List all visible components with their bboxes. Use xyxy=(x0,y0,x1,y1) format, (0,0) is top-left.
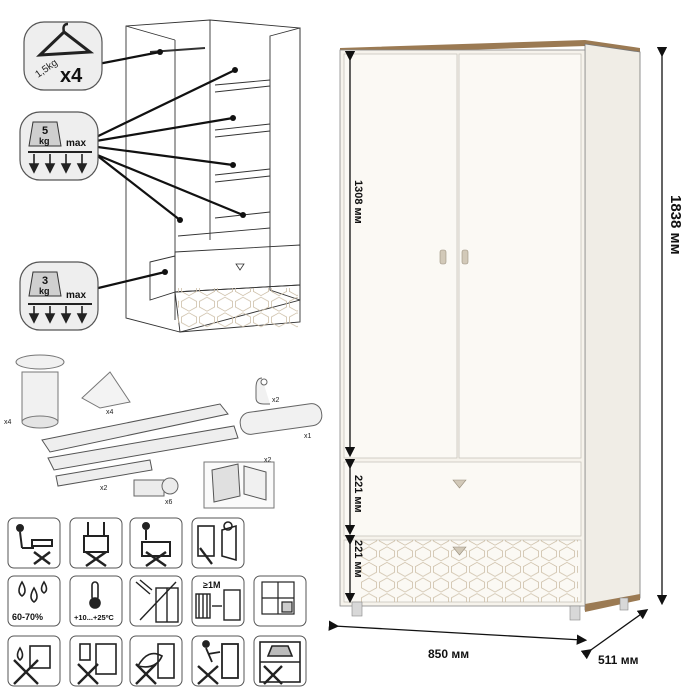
distance-label: ≥1M xyxy=(203,580,220,590)
no-abrasive-icon xyxy=(77,643,117,685)
dim-drawer-1-height: 221 мм xyxy=(352,475,364,513)
hardware: x4 x4 x2 x6 x2 x1 xyxy=(4,354,323,509)
humidity-label: 60-70% xyxy=(12,612,43,622)
shelf-load-badge: 5 kg max xyxy=(19,111,99,181)
temperature-label: +10...+25ºC xyxy=(74,613,114,622)
weight-icon xyxy=(28,271,62,297)
legs-count: x4 xyxy=(4,419,12,426)
hanger-icon xyxy=(36,30,95,57)
hinge-count: x6 xyxy=(165,499,173,506)
hanger-badge: 1,5kg x4 xyxy=(23,21,103,91)
pointer-dots xyxy=(157,49,246,275)
side-panel xyxy=(584,43,641,611)
down-arrows-icon xyxy=(28,306,88,324)
no-sit-icon xyxy=(16,524,53,565)
leg-part: x4 xyxy=(4,354,65,429)
bracket-count: x2 xyxy=(264,457,272,464)
bracket-part: x2 xyxy=(203,457,275,509)
left-door xyxy=(343,53,458,459)
drawer-load-badge: 3 kg max xyxy=(19,261,99,331)
dim-drawer-2-height: 221 мм xyxy=(352,540,364,578)
wardrobe-front xyxy=(339,40,641,621)
drawer-1-handle xyxy=(452,479,467,489)
no-water-cleaning-icon xyxy=(13,645,51,685)
hook-part: x2 xyxy=(255,377,280,405)
hook-count: x2 xyxy=(272,397,280,404)
left-door-handle xyxy=(439,249,447,265)
no-push-icon xyxy=(197,640,239,685)
leg-back xyxy=(619,597,629,611)
leg-left xyxy=(351,601,363,617)
humidity-icon xyxy=(18,580,48,603)
interior-drawer-hex xyxy=(178,288,298,328)
care-icons xyxy=(7,517,307,687)
dim-depth: 511 мм xyxy=(598,653,639,667)
drawer-max: max xyxy=(66,290,86,301)
down-arrows-icon xyxy=(28,154,88,174)
dim-total-height: 1838 мм xyxy=(667,195,684,255)
no-sunlight-icon xyxy=(135,579,179,623)
hinge-part: x6 xyxy=(133,477,179,506)
dim-upper-height: 1308 мм xyxy=(352,180,364,224)
no-hang-icon xyxy=(83,522,109,568)
right-door-handle xyxy=(461,249,469,265)
window-grid-icon xyxy=(261,581,295,615)
hanger-count: x4 xyxy=(60,65,83,87)
interior-drawer-handle xyxy=(235,263,245,271)
wardrobe-interior-drawing xyxy=(125,19,301,333)
no-overload-drawer-icon xyxy=(259,641,301,685)
drawer-weight-unit: kg xyxy=(39,286,50,296)
shelf-weight-unit: kg xyxy=(39,136,50,146)
shelf-weight-num: 5 xyxy=(42,125,48,137)
drawer-weight-num: 3 xyxy=(42,275,48,287)
rod-part: x1 xyxy=(239,403,323,440)
corner-part: x4 xyxy=(81,371,131,416)
thermometer-icon xyxy=(89,581,101,609)
weight-icon xyxy=(28,121,62,147)
rod-count: x1 xyxy=(304,433,312,440)
no-climb-icon xyxy=(141,522,171,568)
no-open-doors-icon xyxy=(197,521,237,565)
shelf-max: max xyxy=(66,138,86,149)
no-wet-cloth-icon xyxy=(135,643,175,685)
drawer-2-handle xyxy=(452,546,467,556)
heater-distance-icon xyxy=(195,589,241,621)
pointer-lines xyxy=(89,50,244,292)
dim-width: 850 мм xyxy=(428,647,469,661)
slides-count: x2 xyxy=(100,485,108,492)
dimension-lines xyxy=(328,46,668,660)
right-door xyxy=(458,53,582,459)
drawer-1 xyxy=(343,461,582,537)
leg-right xyxy=(569,605,581,621)
drawer-slides-part: x2 xyxy=(41,403,239,492)
drawer-2-hex-pattern xyxy=(360,540,578,602)
corner-count: x4 xyxy=(106,409,114,416)
